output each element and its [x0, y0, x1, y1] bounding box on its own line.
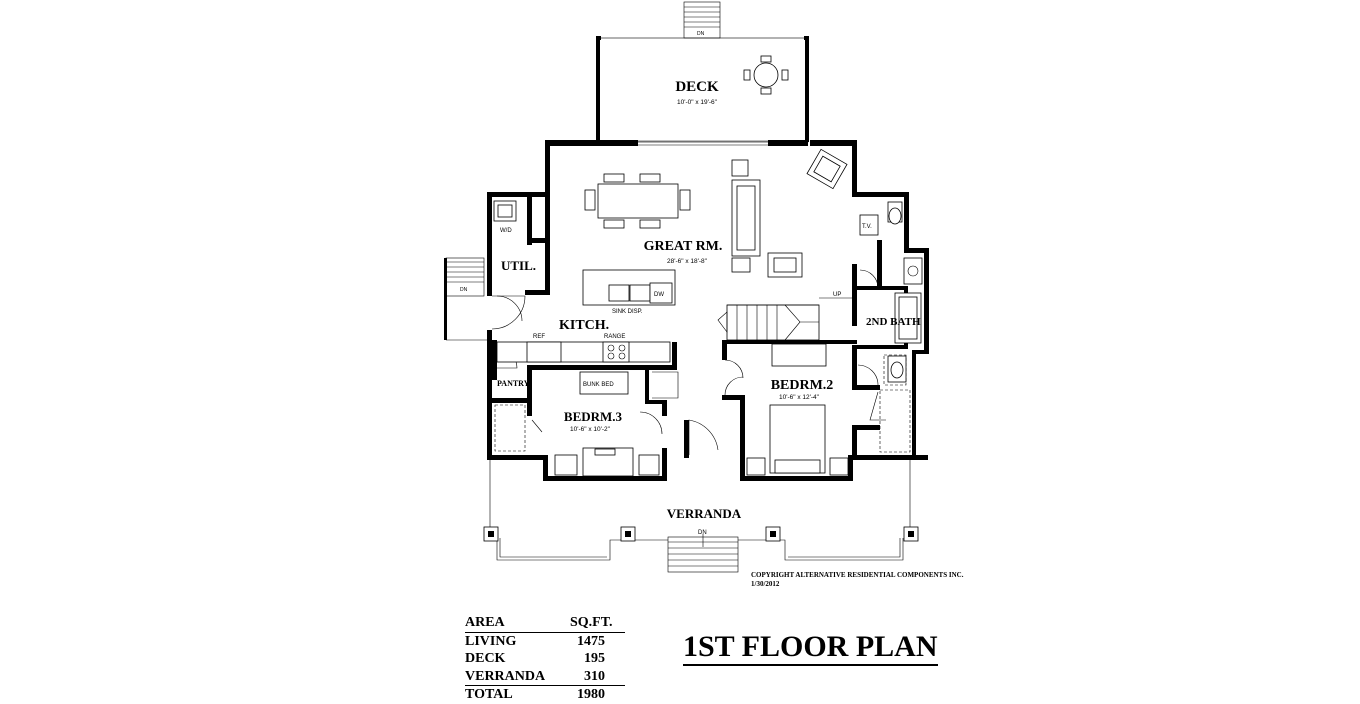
area-sqft: 1475	[577, 633, 605, 649]
area-name: LIVING	[465, 633, 517, 649]
kitchen-island: DW SINK DISP.	[582, 269, 676, 315]
area-table: AREA SQ.FT. LIVING 1475 DECK 195 VERRAND…	[465, 614, 625, 704]
table-row: LIVING 1475	[465, 633, 625, 651]
verranda-area	[483, 460, 919, 561]
bedroom2-label: BEDRM.2	[771, 378, 834, 393]
sink-disposal-label: SINK DISP.	[612, 309, 643, 315]
range-label: RANGE	[604, 334, 625, 340]
great-room-dims: 28'-6" x 18'-8"	[667, 258, 708, 265]
table-row: TOTAL 1980	[465, 686, 625, 704]
front-stairs: DN	[667, 530, 739, 573]
plan-title: 1ST FLOOR PLAN	[683, 630, 938, 666]
sqft-header: SQ.FT.	[570, 615, 613, 630]
deck-table-icon	[743, 55, 789, 95]
area-name: VERRANDA	[465, 668, 546, 684]
front-stairs-dn-label: DN	[698, 530, 707, 536]
deck-room-dims: 10'-0" x 19'-6"	[677, 99, 718, 106]
area-header: AREA	[465, 615, 505, 630]
bath-fixtures: T.V.	[859, 201, 923, 383]
second-bath-label: 2ND BATH	[866, 316, 921, 328]
kitchen-room-label: KITCH.	[559, 318, 609, 333]
copyright-line: COPYRIGHT ALTERNATIVE RESIDENTIAL COMPON…	[751, 571, 964, 579]
side-stairs-dn-label: DN	[460, 287, 468, 293]
exterior-walls	[487, 140, 929, 481]
verranda-label: VERRANDA	[667, 506, 742, 521]
table-row: VERRANDA 310	[465, 668, 625, 686]
area-sqft: 310	[584, 668, 605, 684]
utility-room-label: UTIL.	[501, 258, 536, 273]
washer-dryer: W/D	[493, 200, 517, 234]
area-sqft: 195	[584, 651, 605, 666]
refrigerator-label: REF	[533, 334, 545, 340]
area-name: TOTAL	[465, 687, 513, 702]
table-row: DECK 195	[465, 650, 625, 668]
tv-label: T.V.	[862, 224, 872, 230]
kitchen-counter: REF RANGE	[496, 334, 671, 363]
great-room-label: GREAT RM.	[644, 239, 723, 254]
deck-stairs: DN	[683, 1, 721, 39]
bedroom2-dims: 10'-6" x 12'-4"	[779, 394, 820, 401]
bedroom3-label: BEDRM.3	[564, 409, 623, 424]
bunk-bed-label: BUNK BED	[583, 382, 614, 388]
copyright-note: COPYRIGHT ALTERNATIVE RESIDENTIAL COMPON…	[751, 571, 963, 589]
area-name: DECK	[465, 651, 506, 666]
side-entry-stairs: DN	[444, 257, 488, 341]
dining-table	[584, 173, 691, 229]
sofa	[731, 159, 761, 273]
area-sqft: 1980	[577, 687, 605, 702]
dishwasher-label: DW	[654, 292, 664, 298]
pantry-room-label: PANTRY	[497, 379, 530, 388]
copyright-date: 1/30/2012	[751, 580, 780, 588]
bedroom2-bed	[746, 343, 849, 476]
deck-room-label: DECK	[675, 79, 719, 95]
armchairs	[767, 148, 848, 278]
bunk-bed: BUNK BED	[554, 371, 660, 477]
interior-stairs: UP	[717, 292, 852, 341]
washer-dryer-label: W/D	[500, 228, 512, 234]
stairs-up-label: UP	[833, 292, 841, 298]
area-table-header: AREA SQ.FT.	[465, 614, 625, 633]
interior-walls	[492, 197, 908, 459]
deck-stairs-dn-label: DN	[697, 31, 705, 37]
bedroom3-dims: 10'-6" x 10'-2"	[570, 426, 611, 433]
